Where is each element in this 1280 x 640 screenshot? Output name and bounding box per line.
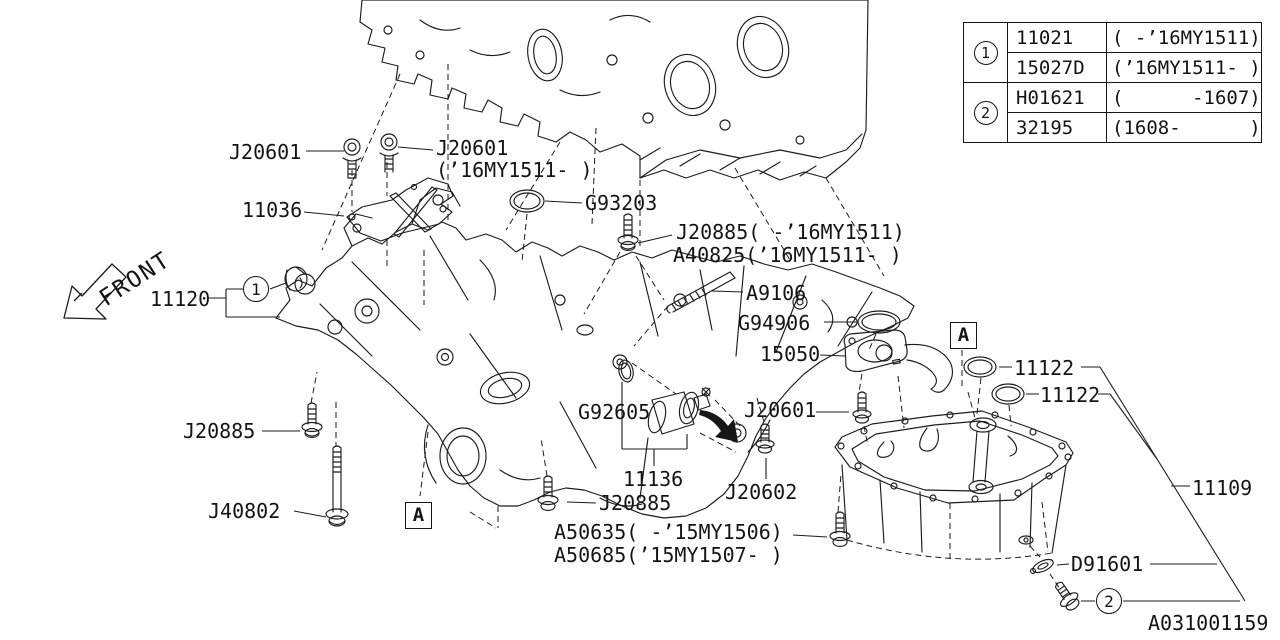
callout-15050: 15050 — [760, 342, 821, 366]
legend-row-3: 2 H01621 ( -1607) — [963, 82, 1262, 143]
sealing-plug-drawing — [284, 266, 316, 295]
o-ring-11122-b — [991, 383, 1025, 405]
callout-g93203: G93203 — [585, 191, 658, 215]
oil-pan-lower-drawing — [834, 410, 1074, 554]
bolt-j20601-mid — [852, 391, 872, 424]
leader-lines — [207, 146, 1246, 602]
bolts-drawing — [301, 133, 1080, 611]
drain-gasket-d91601 — [1029, 558, 1054, 575]
callout-d91601: D91601 — [1071, 552, 1144, 576]
circle-marker-1: 1 — [243, 276, 269, 302]
bolt-a50635 — [829, 511, 851, 548]
callout-11136: 11136 — [623, 467, 684, 491]
o-ring-g93203 — [509, 189, 545, 213]
bolt-j20885-left — [301, 402, 323, 439]
bolt-j20885-bottom — [537, 475, 559, 512]
legend-range-11021: ( -’16MY1511) — [1106, 22, 1262, 53]
circle-marker-2: 2 — [1096, 588, 1122, 614]
callout-a50685-range: A50685(’15MY1507- ) — [554, 543, 783, 567]
legend-row-2: 15027D (’16MY1511- ) — [964, 52, 1262, 83]
install-direction-arrow — [699, 410, 738, 442]
callout-j20601-right-range: (’16MY1511- ) — [436, 158, 593, 182]
callout-11122-b: 11122 — [1040, 383, 1101, 407]
callout-j20885-bottom: J20885 — [599, 491, 672, 515]
callout-j20601-right: J20601 — [436, 136, 509, 160]
legend-part-11021: 11021 — [1007, 22, 1107, 53]
legend-part-15027d: 15027D — [1007, 52, 1107, 83]
front-arrow — [63, 263, 127, 320]
callout-g94906: G94906 — [738, 311, 811, 335]
legend-range-15027d: (’16MY1511- ) — [1106, 52, 1262, 83]
callout-j40802: J40802 — [208, 499, 281, 523]
o-ring-11122-a — [963, 356, 997, 378]
o-ring-g94906 — [857, 310, 901, 334]
bolt-j20601-right — [379, 133, 399, 173]
legend-circle-2: 2 — [973, 100, 998, 125]
legend-symbol-2: 2 — [963, 82, 1008, 143]
legend-part-h01621: H01621 — [1007, 82, 1107, 113]
bolt-j20601-left — [342, 138, 362, 179]
legend-symbol-1: 1 — [963, 22, 1008, 83]
oil-pressure-switch-drawing — [647, 387, 711, 435]
callout-j20602: J20602 — [725, 480, 798, 504]
bolt-j20885-a40825 — [617, 213, 639, 252]
bolt-j20602 — [755, 423, 775, 454]
view-box-a-left: A — [405, 502, 432, 529]
legend-range-32195: (1608- ) — [1106, 112, 1262, 143]
legend-row-1: 1 11021 ( -’16MY1511) — [963, 22, 1262, 83]
o-ring-g92605 — [618, 359, 634, 383]
baffle-plate-drawing — [346, 177, 454, 242]
o-rings-drawing — [509, 189, 1054, 575]
legend-row-4: 32195 (1608- ) — [964, 112, 1262, 143]
callout-a9106: A9106 — [746, 281, 807, 305]
callout-j20885-range: J20885( -’16MY1511) — [676, 220, 905, 244]
callout-a50635-range: A50635( -’15MY1506) — [554, 520, 783, 544]
drain-bolt — [1054, 581, 1080, 611]
callout-11122-a: 11122 — [1014, 356, 1075, 380]
callout-j20601-left: J20601 — [229, 140, 302, 164]
view-box-a-right: A — [950, 322, 977, 349]
callout-j20885-left: J20885 — [183, 419, 256, 443]
drawing-number: A031001159 — [1148, 611, 1269, 635]
part-legend-table: 1 11021 ( -’16MY1511) 15027D (’16MY1511-… — [963, 22, 1262, 143]
callout-j20601-mid: J20601 — [744, 398, 817, 422]
stud-a9106-drawing — [666, 271, 736, 314]
callout-g92605: G92605 — [578, 400, 651, 424]
bolt-j40802-long — [325, 445, 349, 527]
callout-a40825-range: A40825(’16MY1511- ) — [673, 243, 902, 267]
engine-block-drawing — [359, 0, 869, 181]
callout-11120: 11120 — [150, 287, 211, 311]
projection-dashed-lines — [310, 64, 1061, 590]
oil-strainer-drawing — [843, 329, 953, 393]
callout-11036: 11036 — [242, 198, 303, 222]
callout-11109: 11109 — [1192, 476, 1253, 500]
legend-circle-1: 1 — [973, 40, 998, 65]
legend-part-32195: 32195 — [1007, 112, 1107, 143]
legend-range-h01621: ( -1607) — [1106, 82, 1262, 113]
